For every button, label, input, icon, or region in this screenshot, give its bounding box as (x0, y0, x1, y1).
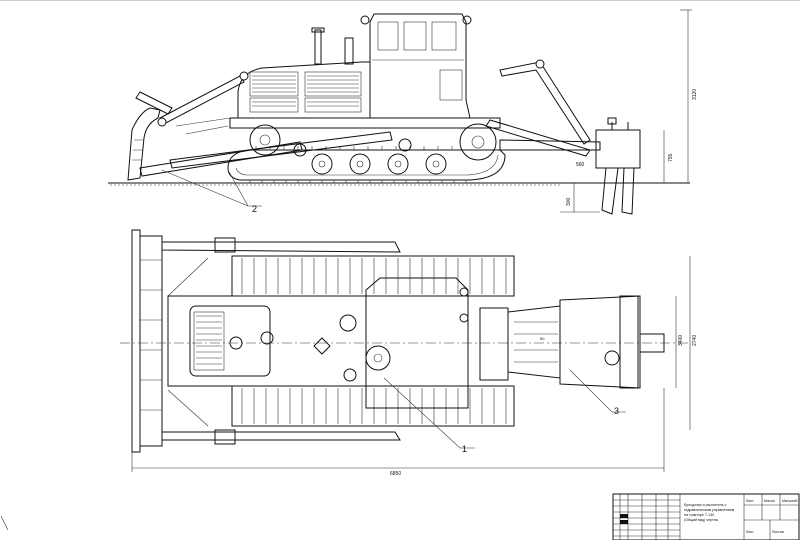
plan-view: 1 3 3400 2740 6850 50 (120, 229, 698, 477)
plan-ripper-frame (559, 295, 641, 389)
lift-cylinder (159, 75, 245, 125)
dozer-blade (127, 107, 161, 181)
track-grousers (249, 146, 467, 183)
cab-window-2 (403, 21, 427, 51)
leader-1 (383, 377, 475, 449)
callout-2: 2 (252, 204, 257, 214)
ripper-hanger-cap (607, 117, 617, 125)
leader-3 (569, 369, 626, 413)
dim-width-2-label: 2740 (692, 335, 698, 346)
blade-top-arm (135, 91, 173, 115)
plan-cylinder-mount-top (214, 237, 236, 253)
main-frame (229, 117, 501, 129)
blade-brace (175, 117, 231, 135)
plan-radiator-fins (196, 315, 222, 365)
plan-cylinder-mount-bottom (214, 429, 236, 445)
title-line-4: (Общий вид) чертеж (684, 518, 718, 522)
plan-ripper-tooth-head (639, 333, 665, 353)
side-view: 3120 755 560 300 2 (108, 9, 698, 215)
engine-hood (237, 61, 371, 119)
exhaust-pipe (314, 29, 322, 65)
ripper-frame (595, 129, 641, 169)
ripper-cylinder (499, 61, 591, 145)
dim-depth-label: 300 (566, 197, 572, 206)
lower-push-beam (169, 131, 393, 169)
title-sheets-label: Листов (772, 530, 784, 534)
callout-1: 1 (462, 444, 467, 454)
plan-ripper-mount (479, 307, 509, 381)
title-line-3: на тракторе Т-140 (684, 513, 715, 517)
plan-blade-edge (131, 229, 141, 453)
plan-track-bottom (231, 385, 515, 427)
ripper-beam-lower (499, 139, 601, 151)
ripper-tooth-1 (601, 167, 619, 215)
plan-center-marker (313, 337, 331, 355)
dim-height-label: 3120 (692, 89, 698, 100)
hood-louvres (249, 71, 362, 113)
plan-ripper-bar (619, 295, 639, 389)
cab-headlight-rear (462, 15, 472, 25)
exhaust-cap (311, 27, 325, 33)
cab-window-1 (377, 21, 399, 51)
title-line-1: Бульдозер и рыхлитель с (684, 503, 727, 507)
plan-engine (189, 305, 271, 377)
dim-rear-label: 755 (668, 153, 674, 162)
title-col-scale: Масштаб (782, 499, 798, 503)
plan-radiator (193, 311, 225, 371)
ripper-beam-upper (485, 119, 591, 157)
ripper-tooth-2 (621, 167, 635, 215)
plan-push-arm-top (161, 241, 401, 253)
dim-width-1-label: 3400 (678, 335, 684, 346)
plan-track-shoes (241, 258, 507, 424)
frame-mark (0, 515, 9, 531)
air-intake (344, 37, 354, 65)
dim-small-label: 50 (540, 336, 545, 341)
plan-ripper-linkage (507, 305, 561, 379)
leader-2 (161, 169, 262, 207)
title-sheet-label: Лист (746, 530, 754, 534)
plan-light-mid (459, 313, 469, 323)
title-block-grid (612, 493, 800, 540)
dim-length-label: 6850 (390, 471, 401, 477)
plan-light-top (459, 287, 469, 297)
blade-ribs (132, 139, 144, 161)
cab (369, 13, 471, 119)
title-line-2: гидравлическим управлением (684, 508, 735, 512)
cab-headlight-front (360, 15, 370, 25)
plan-ripper-pin (604, 350, 620, 366)
track-inner (235, 154, 499, 176)
plan-blade-ribs (140, 259, 162, 411)
fuel-tank-side (439, 69, 463, 101)
road-wheels (249, 123, 497, 175)
plan-push-arm-bottom (161, 431, 401, 441)
ripper-hanger (611, 122, 629, 130)
plan-cap-bottom (343, 368, 357, 382)
plan-track-top (231, 255, 515, 297)
plan-cab-hatch (365, 345, 391, 371)
plan-braces (167, 257, 209, 427)
cylinder-pivot-top (239, 71, 249, 81)
plan-blade (139, 235, 163, 447)
plan-body (167, 295, 469, 387)
plan-cap-top (339, 314, 357, 332)
cab-window-3 (431, 21, 457, 51)
title-col-mass: Масса (764, 499, 775, 503)
dim-ripper-label: 560 (576, 162, 585, 168)
ripper-pivot (535, 59, 545, 69)
callout-3: 3 (614, 406, 619, 416)
title-col-sheet: Лист (746, 499, 754, 503)
cylinder-pivot-bottom (157, 117, 167, 127)
plan-ripper-cylinders (514, 321, 558, 363)
plan-filter (260, 331, 274, 345)
